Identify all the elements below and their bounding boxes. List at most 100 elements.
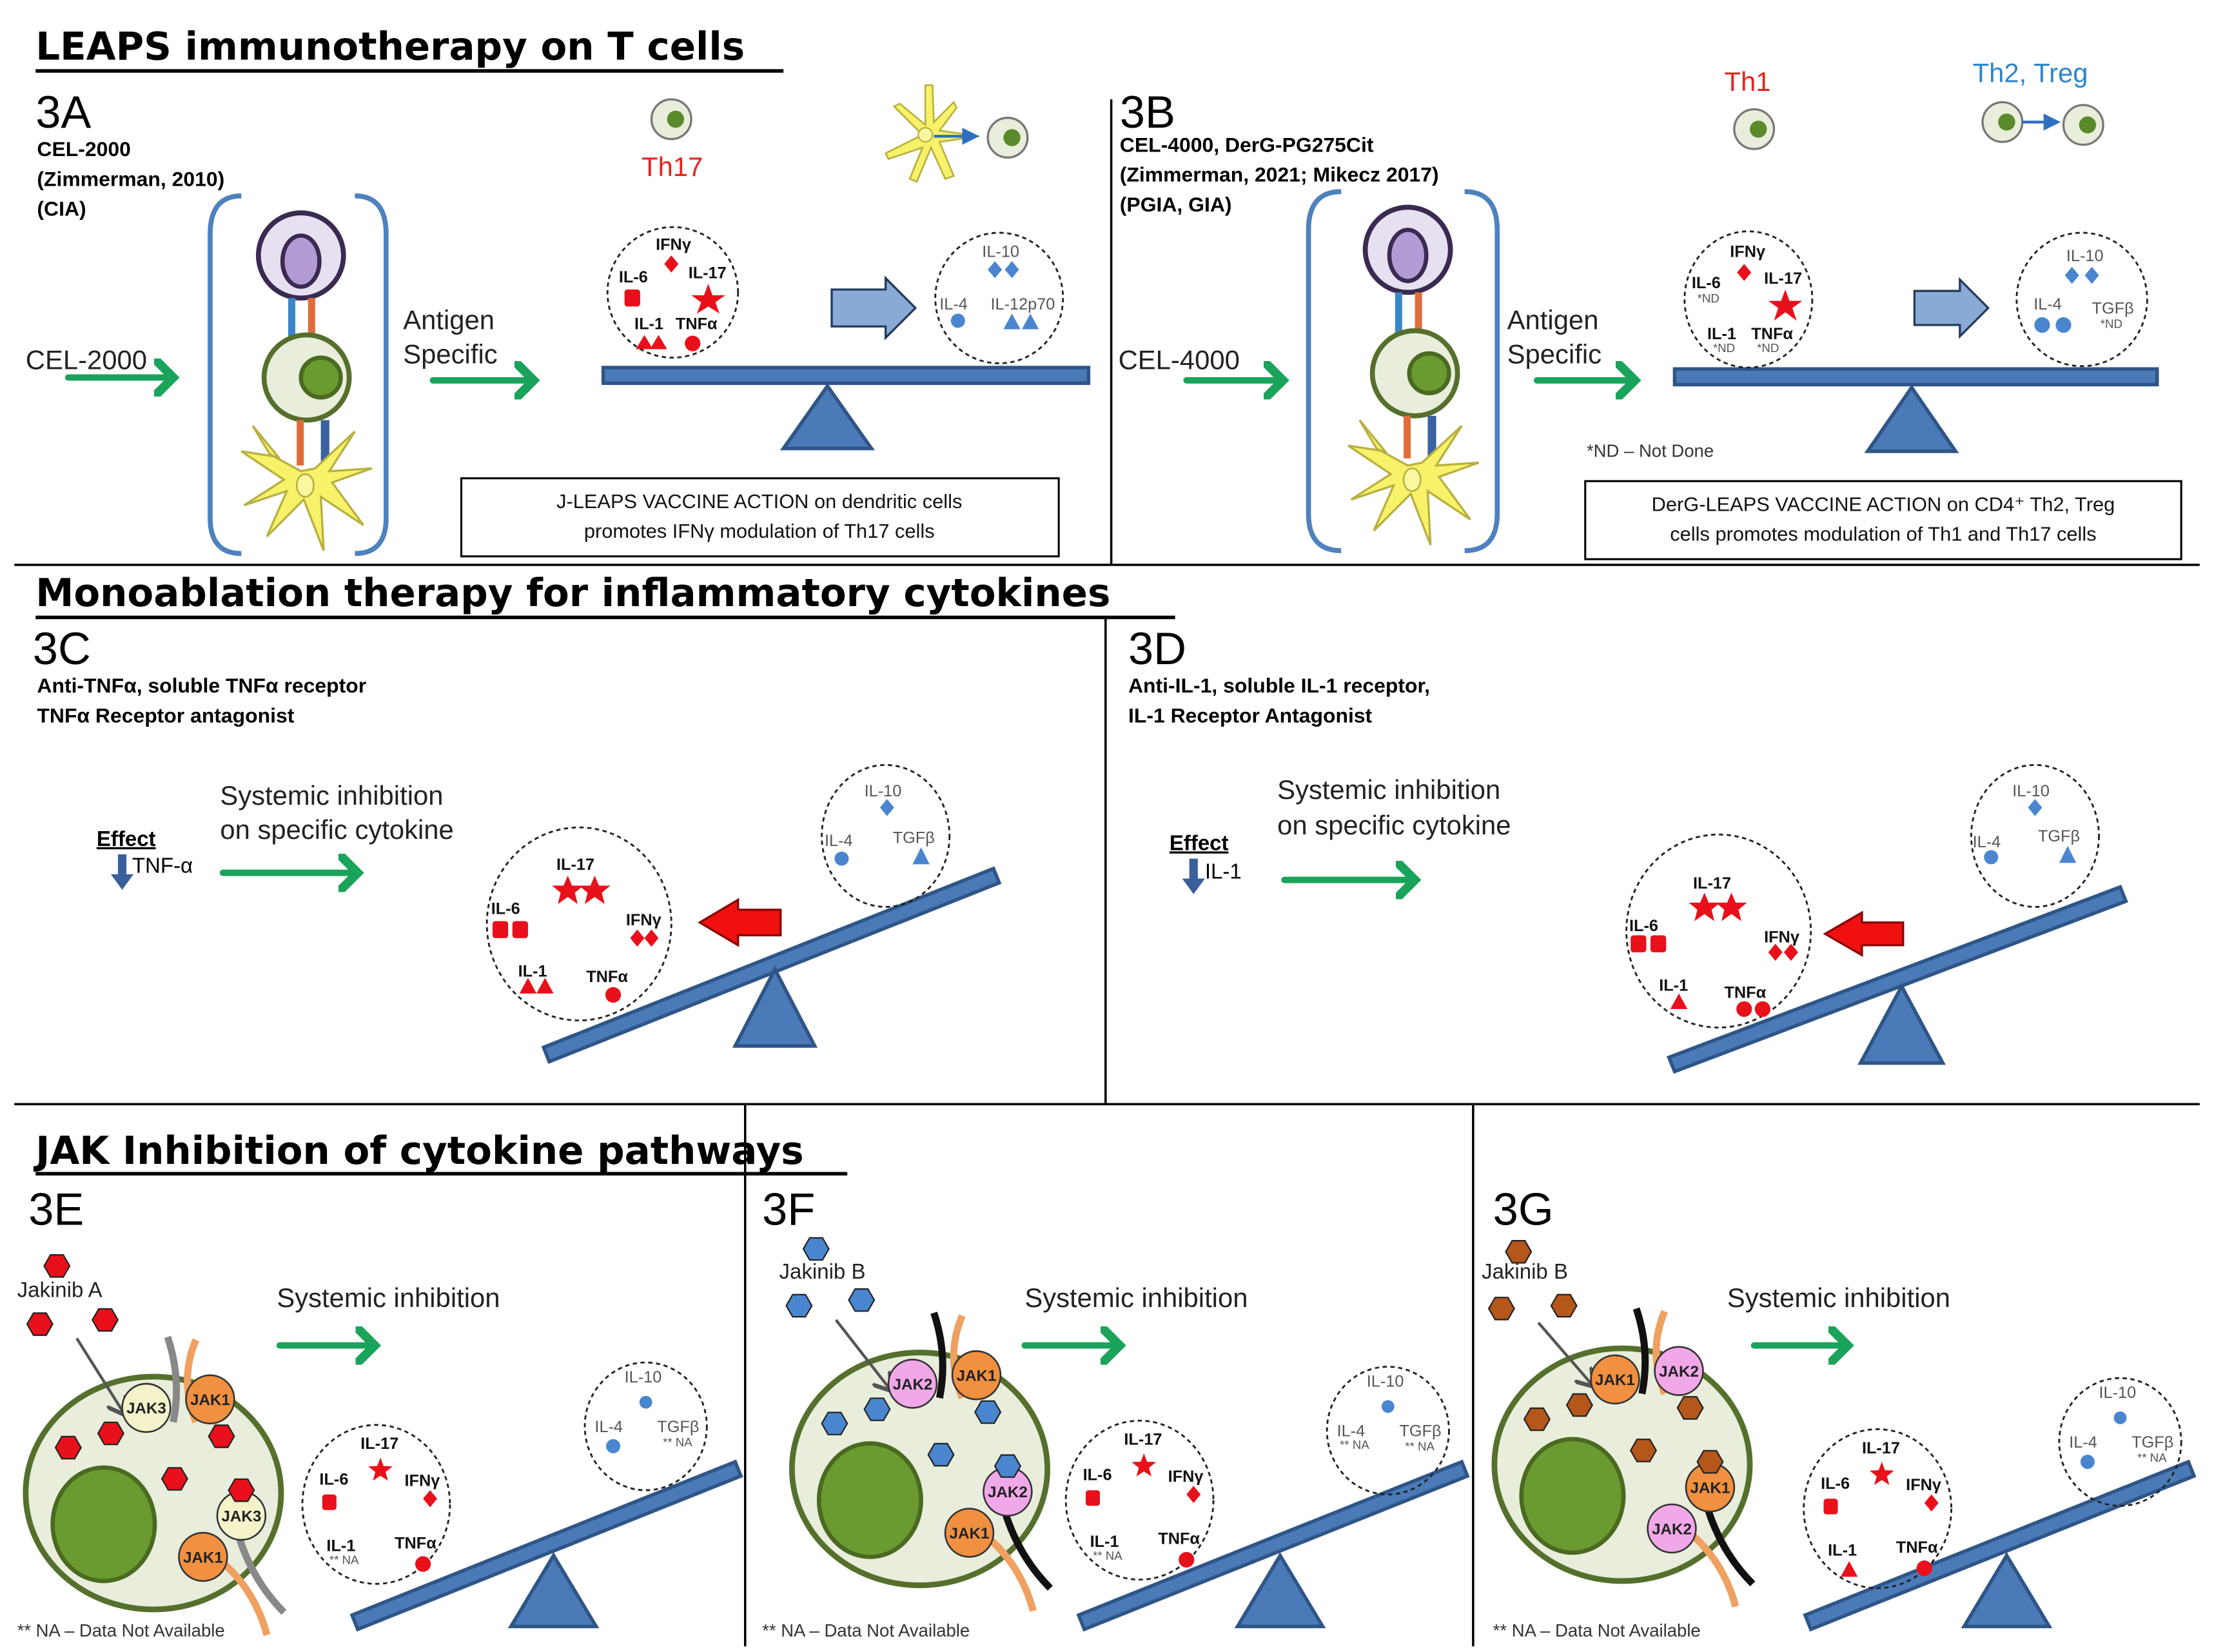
jakinib-molecule-icon: [785, 1293, 813, 1318]
cytokine-circle-pro: IFNγ IL-6 IL-17 IL-1 TNFα: [606, 226, 740, 359]
nucleus-icon: [1387, 228, 1429, 284]
inhibition-label: Systemic inhibition: [277, 1283, 500, 1313]
input-label: CEL-2000: [26, 344, 147, 375]
il17-marker: [1131, 1453, 1157, 1477]
effect-label: Effect: [1170, 831, 1229, 854]
nucleus-icon: [1519, 1437, 1626, 1555]
cytokine-label: IL-4: [594, 1418, 623, 1436]
balance-fulcrum: [1864, 384, 1959, 453]
cytokine-label: IL-4: [2033, 295, 2062, 313]
summary-text: promotes IFNγ modulation of Th17 cells: [584, 520, 935, 542]
cytokine-circle-anti: IL-10 IL-4 TGFβ: [1970, 763, 2100, 908]
not-done-note: *ND: [1757, 341, 1779, 355]
ifng-marker: [1186, 1486, 1201, 1503]
th17-label: Th17: [642, 152, 703, 182]
cytokine-label: IL-10: [2099, 1384, 2137, 1402]
arrow-down-icon: [1182, 858, 1205, 894]
cytokine-label: IFNγ: [1764, 928, 1799, 946]
il4-marker: [606, 1439, 621, 1453]
tnfa-marker: [1179, 1551, 1195, 1568]
il1-marker: [1670, 993, 1688, 1009]
not-done-note: *ND: [1698, 291, 1719, 305]
antigen-label: Specific: [403, 339, 497, 369]
jakinib-molecule-icon: [1676, 1396, 1704, 1420]
nucleus-icon: [1998, 113, 2015, 131]
panel-label: 3C: [33, 623, 91, 674]
balance-3d: IL-17 IL-6 IFNγ IL-1 TNFα IL-10 IL-4: [1625, 763, 2128, 1074]
arrow-icon: [834, 1319, 892, 1391]
jakinib-molecule-icon: [863, 1397, 891, 1421]
cytokine-label: TNFα: [586, 968, 628, 986]
footnote: ** NA – Data Not Available: [762, 1620, 970, 1640]
jak-kinase-icon: [1654, 1346, 1704, 1396]
antigen-label: Antigen: [403, 305, 495, 335]
ifng-marker: [630, 929, 645, 947]
jakinib-molecule-icon: [91, 1308, 119, 1332]
jak-label: JAK3: [221, 1508, 261, 1526]
panel-subtitle: (Zimmerman, 2010): [37, 167, 224, 190]
cytokine-label: TNFα: [1158, 1530, 1200, 1548]
tgfb-marker: [2059, 845, 2077, 863]
cytokine-label: TGFβ: [2038, 827, 2080, 845]
jak-label: JAK2: [1652, 1520, 1692, 1538]
footnote: ** NA – Data Not Available: [1493, 1620, 1701, 1640]
cytokine-label: IL-17: [1862, 1439, 1900, 1457]
jak-kinase-icon: [1647, 1503, 1697, 1554]
not-done-note: *ND: [2101, 317, 2122, 330]
nucleus-icon: [1407, 351, 1451, 395]
cytokine-circle-anti: IL-10 IL-4 TGFβ: [821, 763, 951, 908]
il10-marker: [2064, 266, 2079, 284]
cytokine-label: IL-4: [825, 832, 853, 850]
receptor-icon: [1427, 415, 1436, 458]
jakinib-molecule-icon: [848, 1288, 876, 1312]
bracket-left-icon: [208, 193, 242, 556]
jakinib-molecule-icon: [161, 1467, 189, 1491]
cytokine-label: IL-1: [1659, 976, 1688, 994]
arrow-icon: [1537, 1321, 1594, 1386]
il17-marker: [1768, 290, 1803, 321]
balance-3b: IFNγ IL-6 IL-17 IL-1 TNFα *ND *ND *ND IL…: [1672, 230, 2159, 453]
shift-arrow-icon: [830, 275, 917, 340]
inhibition-label: Systemic inhibition: [1727, 1283, 1950, 1313]
panel-subtitle: (CIA): [37, 197, 86, 221]
il10-marker: [2113, 1411, 2127, 1424]
il17-marker: [1716, 892, 1747, 921]
cytokine-label: IL-10: [2066, 247, 2104, 265]
il10-marker: [2084, 266, 2099, 284]
jak-label: JAK1: [957, 1368, 997, 1385]
cell-complex: [208, 193, 389, 556]
receptor-icon: [320, 420, 329, 466]
panel-subtitle: Anti-IL-1, soluble IL-1 receptor,: [1128, 674, 1430, 697]
receptor-chain-icon: [1703, 1506, 1756, 1587]
section-title-jak: JAK Inhibition of cytokine pathways: [33, 1129, 803, 1174]
il17-marker: [552, 876, 583, 905]
il6-marker: [1085, 1490, 1100, 1506]
drug-label: Jakinib A: [17, 1278, 103, 1302]
cytokine-circle-anti: IL-10 IL-4 TGFβ *ND: [2015, 231, 2148, 368]
cytokine-label: IL-17: [1764, 270, 1802, 288]
jakinib-molecule-icon: [97, 1421, 124, 1446]
jak-kinase-icon: [185, 1374, 235, 1424]
jak-label: JAK1: [190, 1391, 230, 1409]
il17-marker: [368, 1457, 393, 1481]
balance-beam: [349, 1459, 743, 1632]
cytokine-label: TGFβ: [893, 829, 935, 847]
jakinib-molecule-icon: [1550, 1293, 1578, 1318]
cytokine-label: IL-1: [1707, 325, 1736, 343]
nucleus-icon: [1003, 129, 1021, 146]
cytokine-label: TGFβ: [1399, 1422, 1441, 1440]
cell-complex: [1306, 189, 1500, 553]
il1-marker: [536, 978, 554, 994]
jak-label: JAK1: [183, 1549, 223, 1566]
panel-label: 3F: [762, 1183, 815, 1234]
cytokine-label: IL-6: [491, 900, 520, 918]
cytokine-label: IL-17: [689, 264, 727, 282]
bracket-right-icon: [355, 193, 389, 556]
panel-3c: 3C Anti-TNFα, soluble TNFα receptor TNFα…: [33, 623, 1002, 1064]
cytokine-label: IL-4: [939, 295, 968, 313]
jak-kinase-icon: [887, 1359, 938, 1409]
bracket-left-icon: [1306, 189, 1342, 553]
jakinib-molecule-icon: [994, 1454, 1022, 1478]
cytokine-label: IFNγ: [1168, 1468, 1204, 1486]
